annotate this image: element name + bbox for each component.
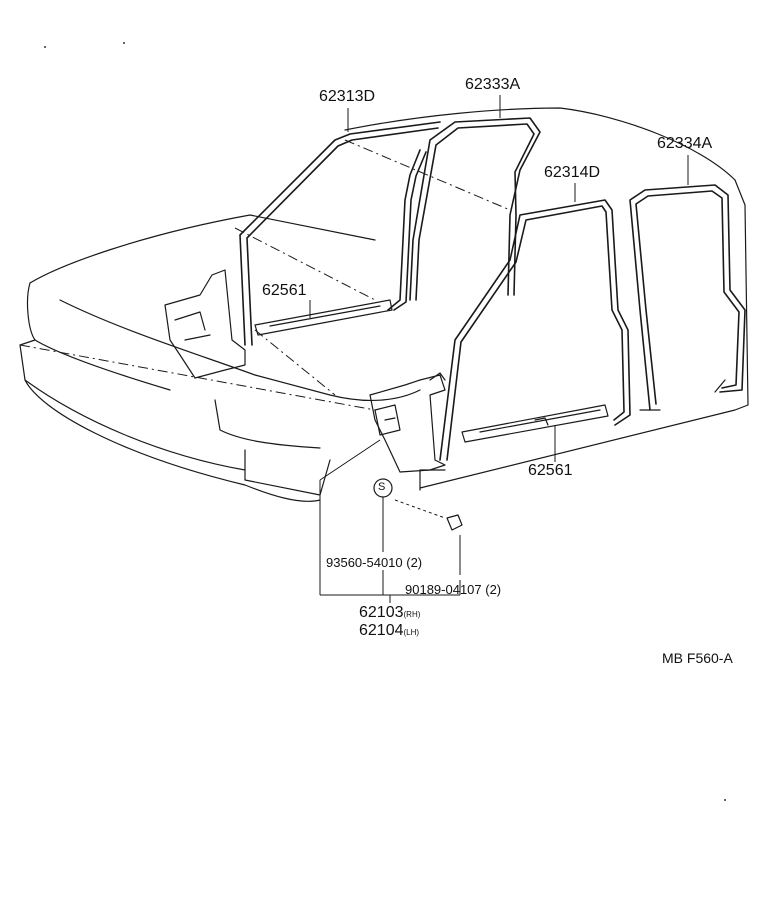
opening-trim-62333A xyxy=(387,117,541,311)
label-62334A: 62334A xyxy=(657,135,713,152)
scuff-plate-front xyxy=(254,299,393,336)
opening-trim-62334A xyxy=(629,184,746,411)
speck xyxy=(123,42,125,44)
label-62561-front: 62561 xyxy=(262,282,307,299)
speck xyxy=(724,799,726,801)
label-62104-number: 62104 xyxy=(359,622,404,639)
speck xyxy=(44,46,46,48)
label-62103: 62103(RH) xyxy=(359,605,420,621)
label-62103-suffix: (RH) xyxy=(403,610,421,619)
label-screw-symbol: S xyxy=(378,481,386,493)
screw-symbol-circle xyxy=(373,478,393,498)
cowl-panel-left xyxy=(164,269,246,379)
cowl-panel-right xyxy=(369,372,446,473)
clip-part xyxy=(446,514,463,531)
label-clip: 90189-04107 (2) xyxy=(405,582,502,597)
label-62561-rear: 62561 xyxy=(528,462,573,479)
leader-lines xyxy=(309,95,689,603)
label-62103-number: 62103 xyxy=(359,604,404,621)
weatherstrip-62313D xyxy=(239,121,441,346)
label-62333A: 62333A xyxy=(465,76,521,93)
scuff-plate-rear xyxy=(461,404,609,443)
label-62104-suffix: (LH) xyxy=(403,628,420,637)
label-62313D: 62313D xyxy=(319,88,376,105)
label-screw: 93560-54010 (2) xyxy=(326,555,423,570)
weatherstrip-62314D xyxy=(439,199,631,461)
figure-code: MB F560-A xyxy=(662,650,733,666)
label-62104: 62104(LH) xyxy=(359,623,419,639)
car-body-outline xyxy=(19,107,749,502)
label-62314D: 62314D xyxy=(544,164,601,181)
